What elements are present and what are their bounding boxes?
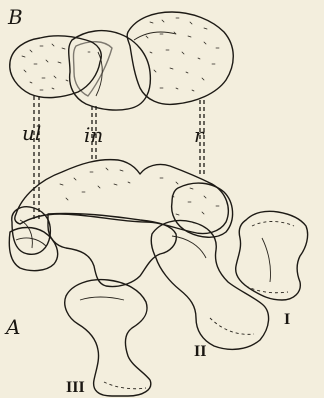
metacarpal-II	[151, 221, 268, 350]
leader-label-intermedium: in	[84, 123, 103, 147]
panel-label-b: B	[7, 5, 23, 29]
ulnare-bone	[10, 36, 101, 98]
central-carpal-hatched	[48, 213, 176, 286]
intermedium-bone	[69, 31, 151, 110]
panel-b-carpals	[10, 12, 234, 110]
panel-a-carpus	[9, 160, 232, 287]
leader-lines	[34, 96, 204, 222]
leader-label-radiale: r	[194, 123, 205, 147]
ulnare-carpal	[12, 207, 51, 255]
radiale-bone	[127, 12, 233, 104]
metacarpal-label-I: I	[284, 311, 290, 328]
panel-label-a: A	[4, 315, 20, 339]
metacarpal-label-II: II	[194, 343, 206, 360]
metacarpal-label-III: III	[66, 379, 85, 396]
leader-label-ulnare: ul	[22, 121, 41, 145]
metacarpal-I	[236, 211, 308, 300]
